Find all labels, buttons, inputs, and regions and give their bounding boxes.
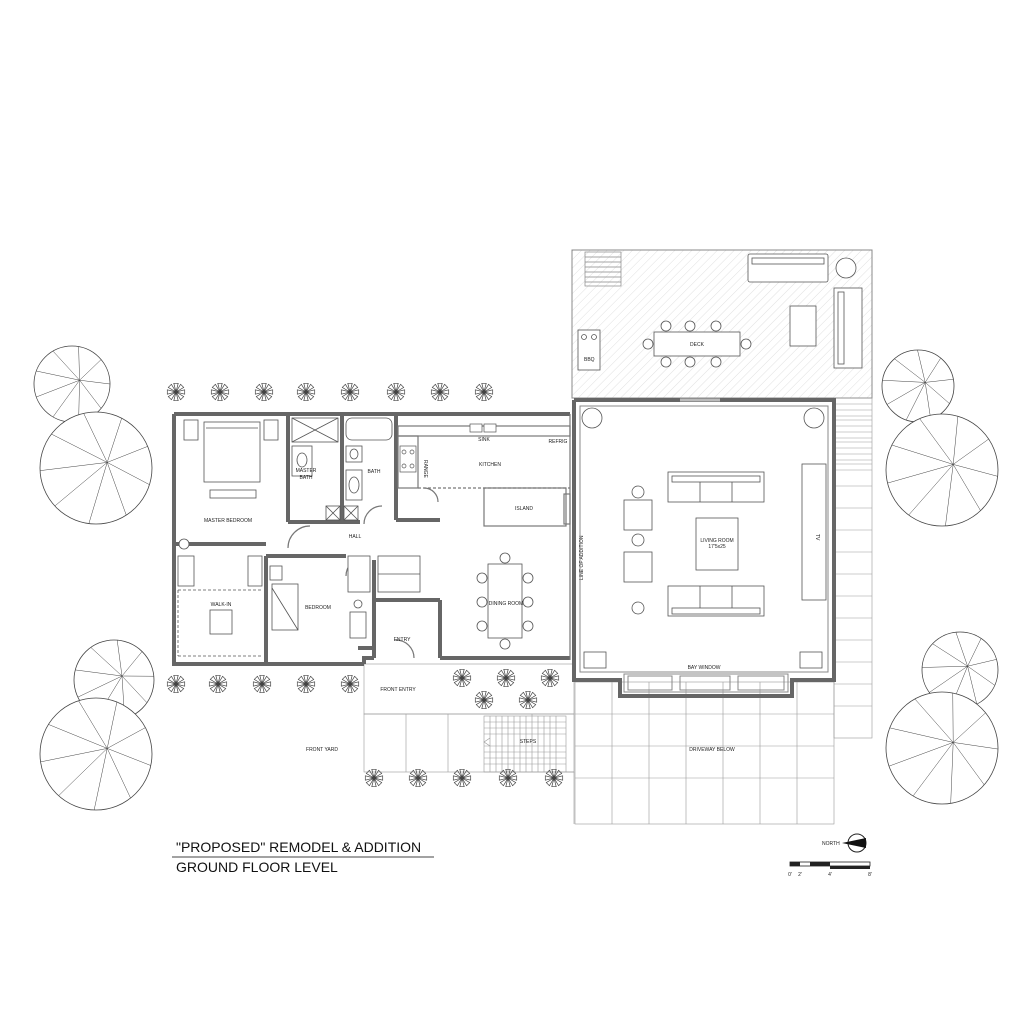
north-arrow-icon: [842, 833, 867, 853]
shrub-icon: [254, 382, 274, 402]
side-paving: [833, 397, 873, 739]
shrub-icon: [430, 382, 450, 402]
kitchen-label: KITCHEN: [479, 462, 501, 468]
line-of-addition-label: LINE OF ADDITION: [579, 535, 585, 580]
shrub-icon: [496, 668, 516, 688]
island-label: ISLAND: [515, 506, 533, 512]
bath-fixtures: [291, 417, 393, 521]
shrub-icon: [210, 382, 230, 402]
shrub-icon: [208, 674, 228, 694]
shrubs: [166, 382, 564, 788]
tree-icon: [885, 691, 999, 805]
title-line-1: "PROPOSED" REMODEL & ADDITION: [176, 839, 421, 855]
addition-walls: [572, 398, 836, 698]
title-line-2: GROUND FLOOR LEVEL: [176, 859, 338, 875]
front-entry-label: FRONT ENTRY: [380, 687, 416, 693]
shrub-icon: [474, 382, 494, 402]
shrub-icon: [364, 768, 384, 788]
deck-label: DECK: [690, 342, 705, 348]
north-label: NORTH: [822, 841, 840, 847]
master-bedroom-label: MASTER BEDROOM: [204, 518, 252, 524]
master-bed-icon: [178, 419, 279, 550]
walk-in-label: WALK-IN: [211, 602, 232, 608]
driveway-label: DRIVEWAY BELOW: [689, 747, 735, 753]
shrub-icon: [252, 674, 272, 694]
bay-window-label: BAY WINDOW: [688, 665, 721, 671]
tv-label: TV: [814, 534, 820, 541]
shrub-icon: [540, 668, 560, 688]
deck-sofa: [747, 253, 863, 369]
living-room-label-2: 17'5x25: [708, 544, 726, 550]
master-bath-label-1: MASTER: [296, 468, 317, 474]
shrub-icon: [296, 674, 316, 694]
deck-table: [642, 320, 752, 368]
shrub-icon: [166, 382, 186, 402]
shrub-icon: [296, 382, 316, 402]
living-room-label-1: LIVING ROOM: [700, 538, 733, 544]
steps-label: STEPS: [520, 739, 537, 745]
entry-label: ENTRY: [394, 637, 412, 643]
kitchen-range-icon: [399, 445, 417, 473]
trees: [33, 345, 999, 811]
scale-tick-3: 8': [868, 872, 872, 878]
bbq-label: BBQ: [584, 357, 595, 363]
shrub-icon: [340, 382, 360, 402]
bath-label: BATH: [368, 469, 381, 475]
hall-label: HALL: [349, 534, 362, 540]
front-yard-label: FRONT YARD: [306, 747, 338, 753]
driveway: [574, 681, 835, 825]
tree-icon: [33, 345, 111, 423]
shrub-icon: [474, 690, 494, 710]
bedroom-bed-icon: [269, 565, 367, 639]
refrig-label: REFRIG: [549, 439, 568, 445]
dining-table: [476, 552, 534, 650]
tree-icon: [881, 349, 955, 423]
shrub-icon: [498, 768, 518, 788]
deck-stairs: [584, 251, 622, 287]
sink-label: SINK: [478, 437, 490, 443]
scale-tick-1: 2': [798, 872, 802, 878]
bedroom-label: BEDROOM: [305, 605, 331, 611]
shrub-icon: [452, 768, 472, 788]
tree-icon: [921, 631, 999, 709]
tree-icon: [39, 411, 153, 525]
scale-bar: [789, 861, 871, 869]
shrub-icon: [544, 768, 564, 788]
shrub-icon: [518, 690, 538, 710]
scale-tick-0: 0': [788, 872, 792, 878]
shrub-icon: [340, 674, 360, 694]
front-yard-paving: [363, 663, 575, 824]
entry-closet: [347, 555, 421, 593]
tree-icon: [39, 697, 153, 811]
dining-room-label: DINING ROOM: [489, 601, 523, 607]
house-walls: [172, 412, 570, 666]
shrub-icon: [452, 668, 472, 688]
range-label: RANGE: [422, 460, 428, 478]
shrub-icon: [386, 382, 406, 402]
house-walls-thin: [287, 414, 571, 660]
master-bath-label-2: BATH: [300, 475, 313, 481]
shrub-icon: [408, 768, 428, 788]
shrub-icon: [166, 674, 186, 694]
walk-in-closet: [177, 555, 263, 657]
living-room-furniture: [581, 407, 827, 669]
deck: DECK BBQ: [571, 249, 873, 399]
scale-tick-2: 4': [828, 872, 832, 878]
tree-icon: [885, 413, 999, 527]
kitchen-sink-icon: [469, 423, 497, 433]
bbq-icon: [577, 329, 601, 371]
addition-inner: [579, 398, 829, 693]
